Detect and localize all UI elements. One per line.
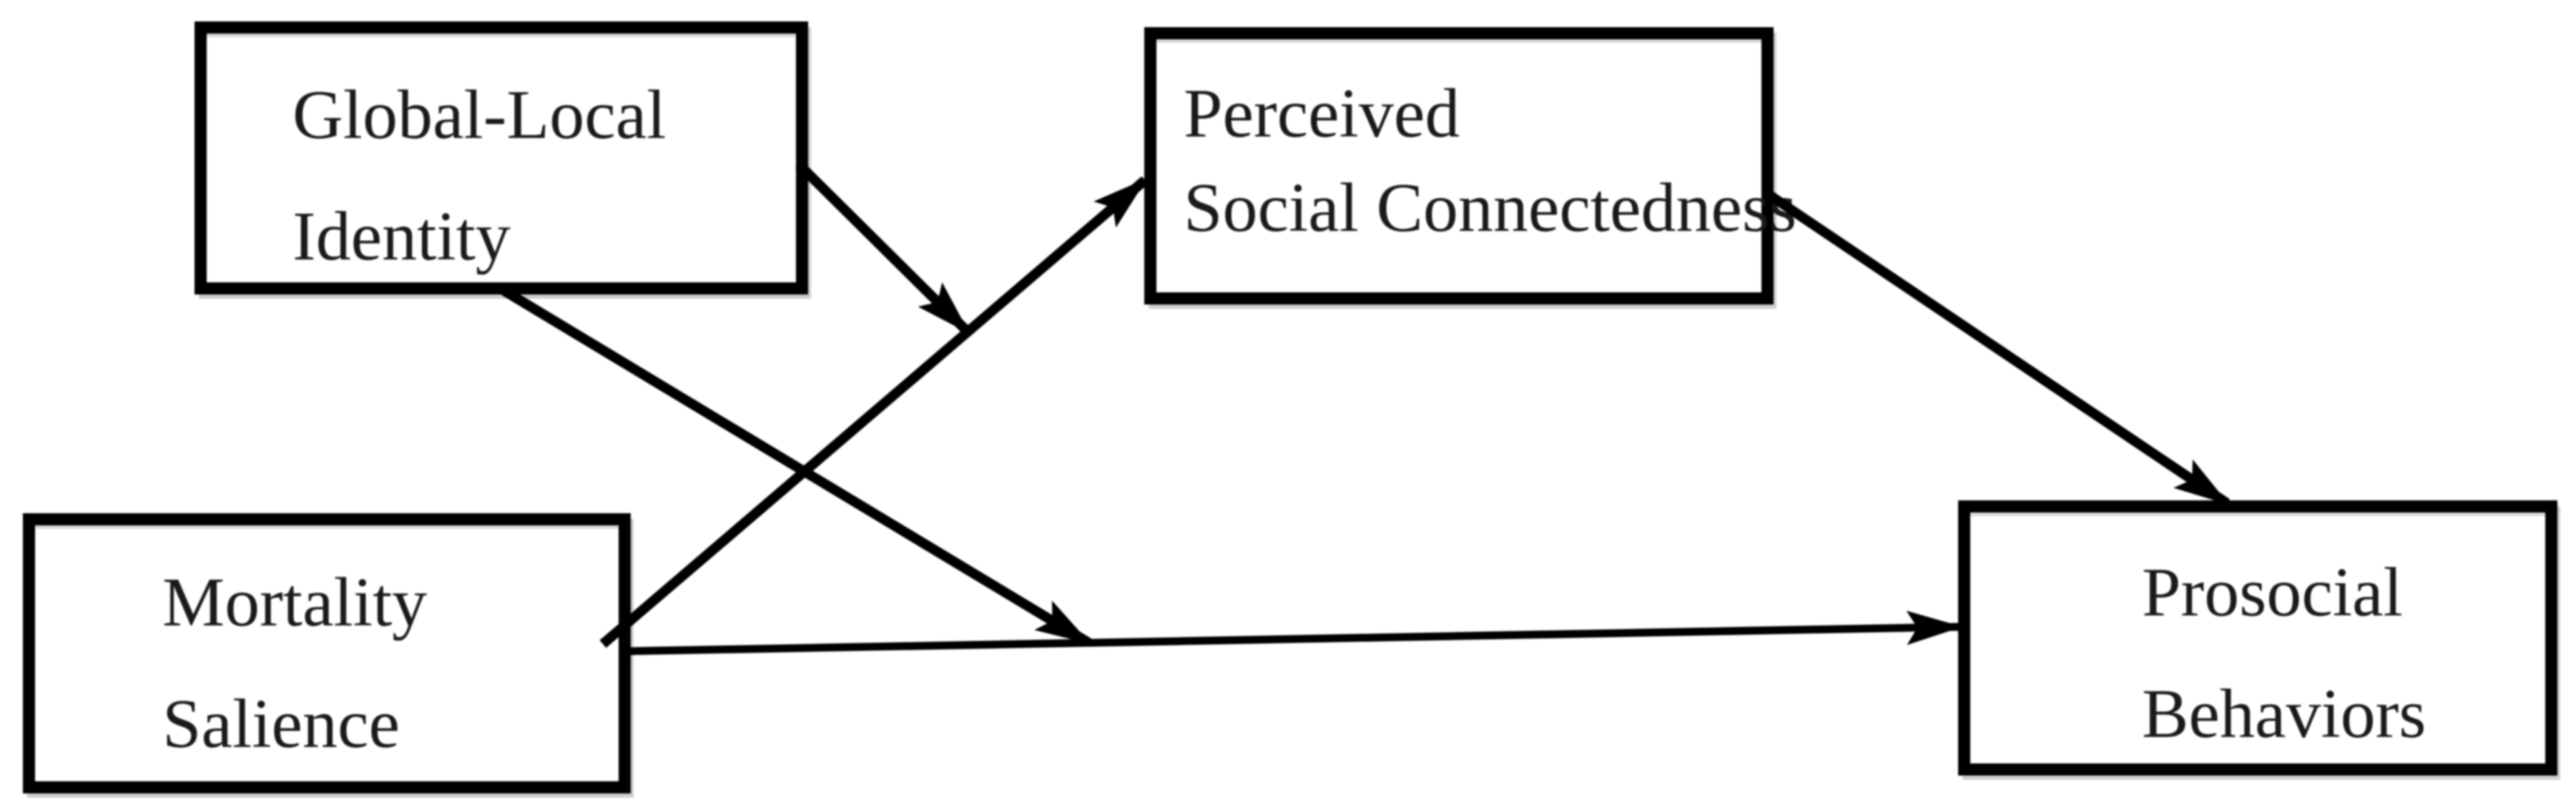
node-global-local-identity: Global-Local Identity <box>195 21 808 294</box>
node-perceived-social-connectedness-label-line2: Social Connectedness <box>1184 169 1797 247</box>
node-global-local-identity-label-line2: Identity <box>292 198 511 275</box>
node-prosocial-behaviors-label-line1: Prosocial <box>2142 554 2403 631</box>
node-prosocial-behaviors-label-line2: Behaviors <box>2142 675 2427 753</box>
node-global-local-identity-label-line1: Global-Local <box>292 76 667 154</box>
node-perceived-social-connectedness-label-line1: Perceived <box>1184 75 1460 152</box>
node-mortality-salience-label-line1: Mortality <box>162 564 428 641</box>
node-prosocial-behaviors: Prosocial Behaviors <box>1958 500 2557 776</box>
edge-global-local-identity-moderates-ms-psc-path <box>795 161 971 335</box>
node-perceived-social-connectedness: Perceived Social Connectedness <box>1144 27 1796 305</box>
edge-perceived-social-connectedness-to-prosocial-behaviors <box>1764 189 2230 508</box>
node-mortality-salience: Mortality Salience <box>23 513 631 793</box>
edge-mortality-salience-to-prosocial-behaviors <box>629 610 1962 655</box>
node-mortality-salience-label-line2: Salience <box>162 685 400 763</box>
